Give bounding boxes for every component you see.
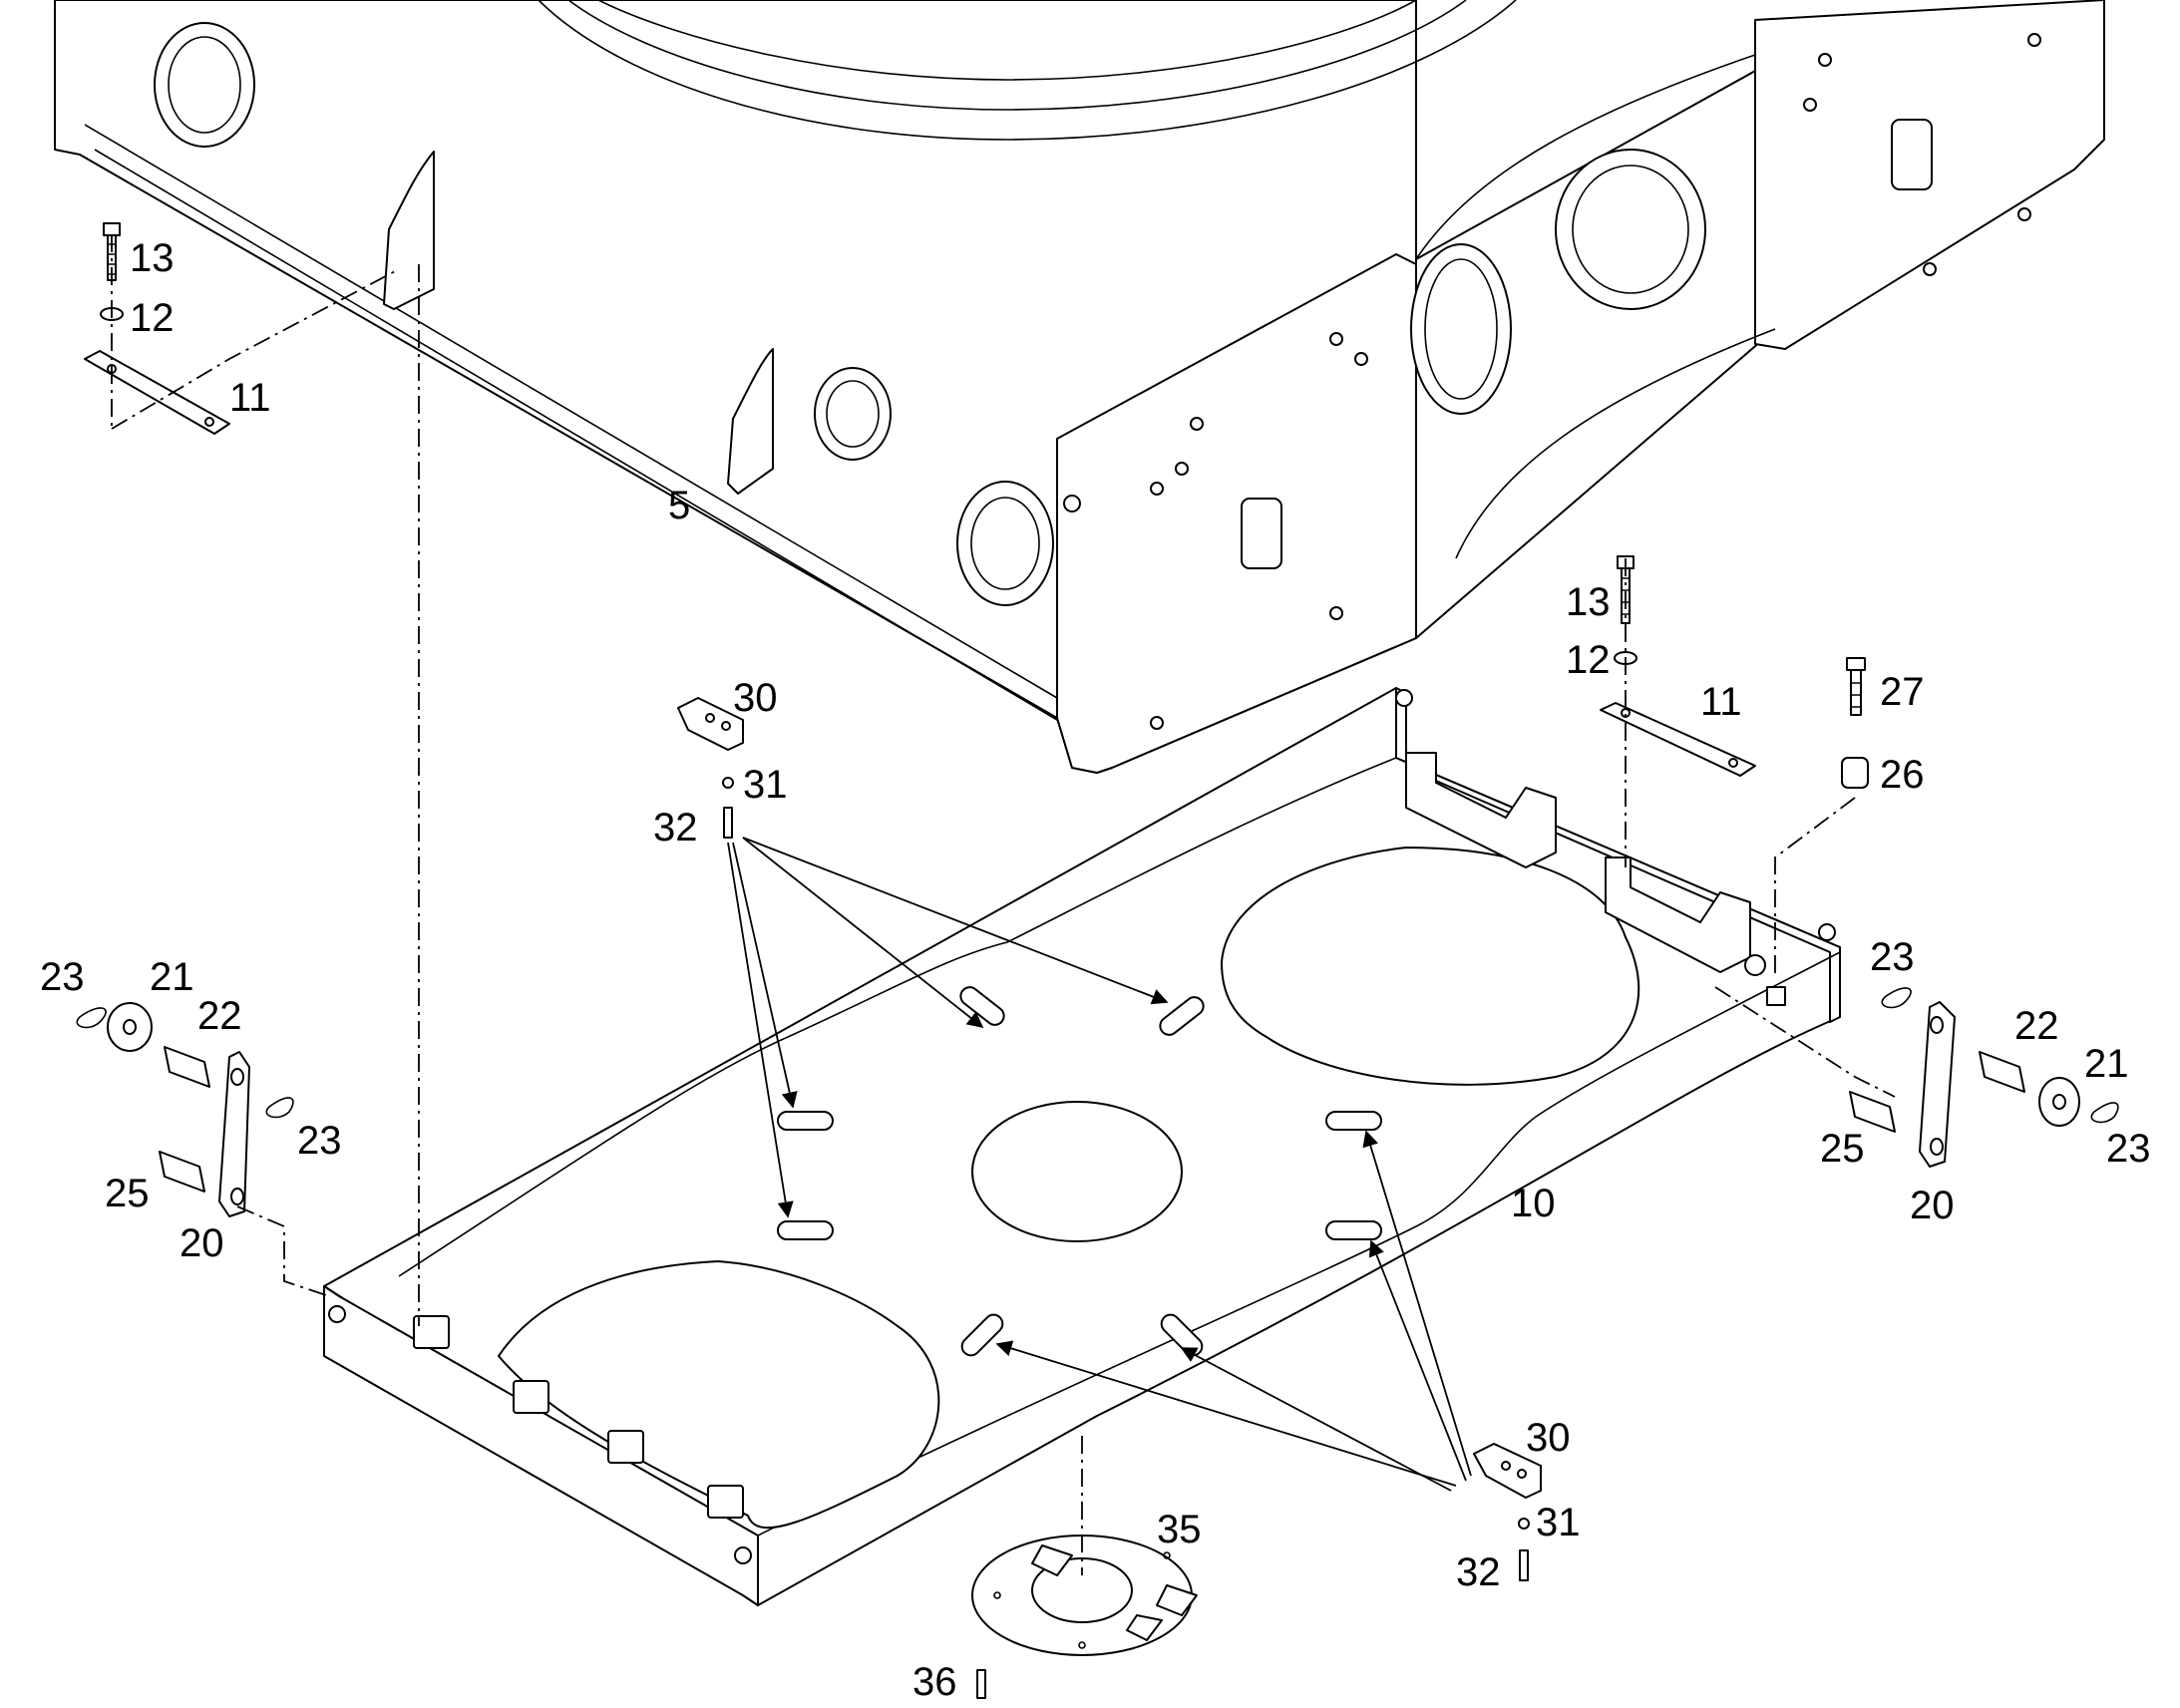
callout-25-right: 25 — [1820, 1127, 1865, 1171]
callout-25-left: 25 — [105, 1172, 150, 1215]
callout-labels: 5 10 11 11 12 12 13 13 20 20 21 21 22 22… — [40, 236, 2151, 1704]
upper-bracket-group — [677, 697, 744, 839]
callout-22-left: 22 — [197, 994, 242, 1038]
callout-11-left: 11 — [229, 376, 271, 420]
callout-23-left-bottom: 23 — [297, 1119, 342, 1163]
screw-36 — [976, 1669, 986, 1699]
callout-30-upper: 30 — [733, 676, 778, 720]
callout-11-right: 11 — [1700, 680, 1742, 724]
upper-frame — [54, 0, 2105, 774]
callout-30-lower: 30 — [1526, 1416, 1571, 1460]
callout-31-lower: 31 — [1536, 1501, 1581, 1544]
callout-23-left-top: 23 — [40, 955, 85, 999]
right-bolt-group — [1600, 555, 1756, 777]
bolt-spacer-group — [1841, 657, 1869, 789]
callout-36: 36 — [912, 1660, 957, 1704]
center-cover-plate — [971, 1535, 1198, 1656]
left-link-group — [76, 1002, 294, 1217]
callout-26: 26 — [1880, 753, 1925, 797]
callout-12-left: 12 — [130, 296, 175, 340]
callout-31-upper: 31 — [743, 763, 788, 807]
callout-20-left: 20 — [180, 1221, 224, 1265]
callout-23-right-top: 23 — [1870, 935, 1915, 979]
callout-32-upper: 32 — [653, 806, 698, 850]
callout-12-right: 12 — [1566, 638, 1611, 682]
callout-10: 10 — [1511, 1182, 1556, 1225]
callout-13-right: 13 — [1566, 580, 1611, 624]
assembly-lines — [111, 234, 1896, 1575]
left-bolt-group — [84, 222, 230, 435]
callout-27: 27 — [1880, 670, 1925, 714]
leader-arrows — [727, 837, 1472, 1492]
callout-23-right-bottom: 23 — [2106, 1127, 2151, 1171]
callout-35: 35 — [1157, 1508, 1202, 1551]
callout-20-right: 20 — [1910, 1184, 1955, 1227]
right-link-group — [1849, 987, 2119, 1168]
bottom-plate — [323, 687, 1841, 1606]
callout-22-right: 22 — [2014, 1004, 2059, 1048]
callout-21-right: 21 — [2084, 1042, 2129, 1086]
lower-bracket-group — [1473, 1443, 1542, 1581]
callout-5: 5 — [668, 484, 690, 527]
callout-32-lower: 32 — [1456, 1550, 1501, 1594]
callout-21-left: 21 — [150, 955, 194, 999]
slot-holes — [777, 986, 1382, 1357]
callout-13-left: 13 — [130, 236, 175, 280]
